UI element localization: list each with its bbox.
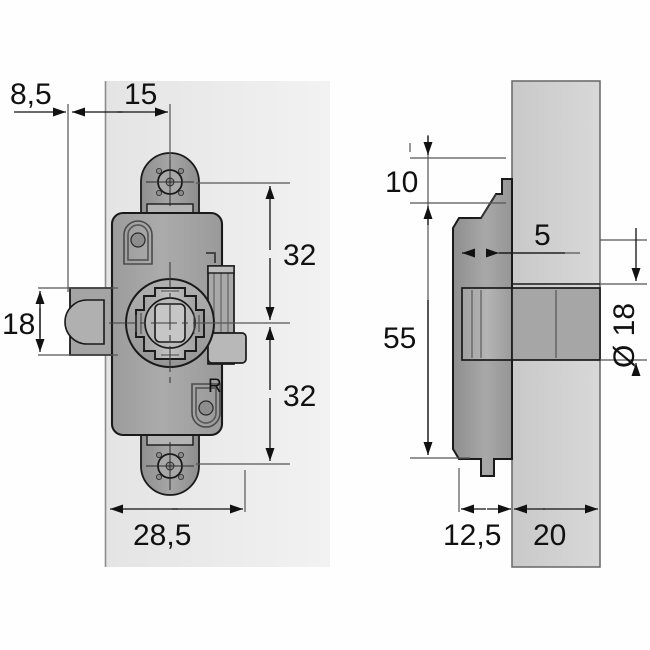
dim-32-top: 32 — [265, 186, 316, 320]
dim-32-top-label: 32 — [283, 239, 316, 272]
dim-32-bottom-label: 32 — [283, 380, 316, 413]
dim-20: 20 — [514, 504, 598, 552]
lock-cam-assembly — [109, 262, 246, 385]
top-mounting-tab — [140, 152, 200, 218]
dim-28-5: 28,5 — [110, 504, 243, 552]
front-dimensions — [38, 104, 290, 512]
screw-boss-upper — [127, 224, 149, 261]
dim-55: 55 — [383, 300, 433, 455]
dim-18: 18 — [2, 291, 45, 352]
side-cylinder — [461, 283, 601, 361]
dim-32-bottom: 32 — [265, 327, 316, 461]
dim-15-label: 15 — [124, 78, 157, 111]
dim-8-5-label: 8,5 — [10, 78, 52, 111]
screw-head-upper — [130, 232, 146, 248]
side-view: 10 5 55 Ø 18 12,5 20 — [383, 80, 647, 568]
dim-15: 15 — [72, 78, 168, 117]
dim-diameter-18: Ø 18 — [608, 228, 641, 376]
dim-8-5: 8,5 — [10, 78, 66, 117]
dim-20-label: 20 — [533, 519, 566, 552]
dim-5: 5 — [462, 219, 565, 258]
dim-diameter-18-label: Ø 18 — [608, 303, 641, 368]
screw-boss-lower — [195, 387, 217, 424]
front-view: R 8,5 15 18 — [2, 78, 330, 567]
dim-12-5-label: 12,5 — [443, 519, 501, 552]
slide-rail-bolt — [207, 332, 247, 364]
dim-12-5: 12,5 — [443, 504, 511, 552]
dim-55-label: 55 — [383, 322, 416, 355]
latch-bolt — [64, 287, 116, 356]
dim-18-label: 18 — [2, 308, 35, 341]
dim-28-5-label: 28,5 — [133, 519, 191, 552]
dim-10-label: 10 — [385, 166, 418, 199]
handing-marker-r: R — [208, 376, 222, 397]
dim-10: 10 — [385, 136, 433, 225]
cylinder-left-section — [461, 287, 513, 361]
dim-5-label: 5 — [534, 219, 551, 252]
bottom-mounting-tab — [140, 431, 200, 496]
screw-head-lower — [198, 400, 214, 416]
latch-bolt-face — [64, 299, 105, 345]
corner-tick-mark — [206, 252, 216, 263]
